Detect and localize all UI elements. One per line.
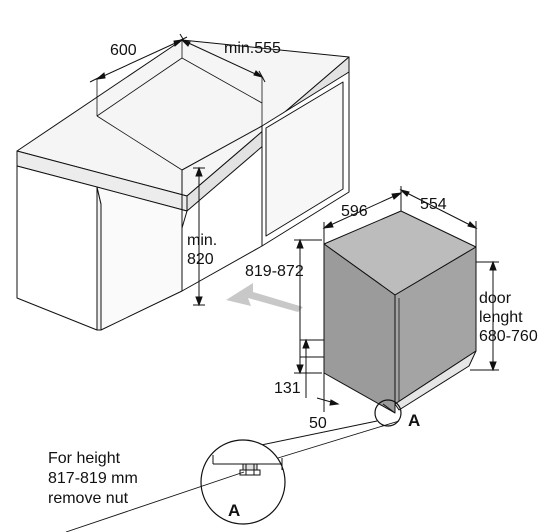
left-cabinet-side: [96, 186, 188, 331]
detail-nut-drawing: [212, 455, 283, 476]
note-line1: For height: [48, 450, 121, 467]
dim-appliance-depth: [399, 189, 478, 247]
niche-floor-line: [181, 245, 263, 292]
note-line3: remove nut: [48, 490, 129, 507]
insertion-arrow: [226, 283, 303, 312]
left-cabinet-door: [96, 186, 102, 331]
detail-magnified-circle: [200, 439, 286, 525]
dishwasher: [323, 210, 477, 414]
dim-door-length: [470, 260, 499, 372]
detail-magnified-label: A: [228, 501, 240, 520]
dim-niche-height: [193, 166, 205, 307]
right-cabinet-door: [265, 81, 344, 237]
detail-marker-label: A: [408, 411, 420, 430]
dim-cabinet-depth: [179, 33, 266, 83]
cutout-guides: [96, 40, 263, 171]
note-leader: [65, 471, 245, 532]
detail-leader-right: [277, 420, 400, 459]
label-door-line2: lenght: [479, 309, 523, 326]
dim-plinth-height: [300, 338, 324, 398]
label-plinth-depth: 50: [309, 415, 327, 432]
label-niche-height-line2: 820: [187, 251, 214, 268]
dim-cabinet-width: [89, 36, 188, 83]
label-cabinet-width: 600: [110, 42, 137, 59]
dim-appliance-width: [322, 186, 403, 245]
kitchen-cabinet: [16, 39, 350, 331]
label-plinth-height: 131: [274, 380, 301, 397]
label-cabinet-depth: min.555: [224, 40, 281, 57]
left-cabinet-front: [16, 165, 98, 331]
label-appliance-height: 819-872: [245, 263, 304, 280]
dim-plinth-depth: [316, 373, 340, 412]
label-niche-height-line1: min.: [187, 232, 217, 249]
label-appliance-depth: 554: [420, 196, 447, 213]
dim-appliance-height: [294, 238, 322, 375]
note-line2: 817-819 mm: [48, 470, 138, 487]
label-door-line1: door: [479, 290, 512, 307]
label-appliance-width: 596: [341, 203, 368, 220]
detail-marker-circle: [374, 399, 402, 427]
dishwasher-plinth: [394, 350, 477, 411]
niche-back-top: [181, 125, 263, 171]
label-door-length: 680-760: [479, 328, 538, 345]
